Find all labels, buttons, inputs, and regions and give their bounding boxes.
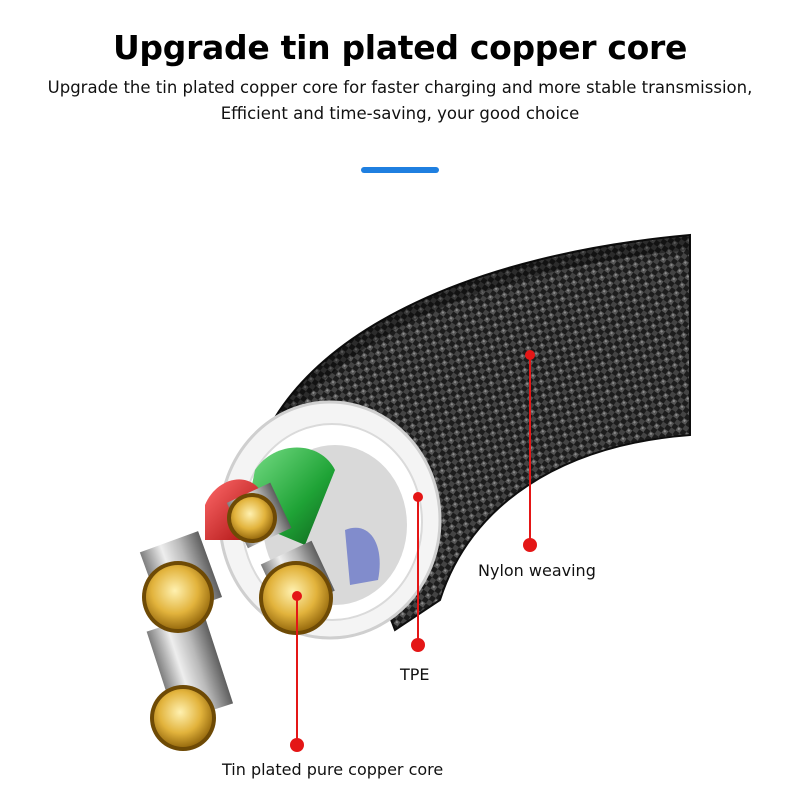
copper-core-small (227, 493, 277, 543)
subtitle-line-1: Upgrade the tin plated copper core for f… (47, 78, 753, 97)
tpe-callout-marker (411, 492, 425, 652)
copper-core-bottom (150, 685, 216, 751)
copper-core-label: Tin plated pure copper core (222, 760, 444, 779)
tpe-label: TPE (400, 665, 430, 684)
nylon-callout-marker (523, 350, 537, 552)
nylon-weaving-label: Nylon weaving (478, 561, 596, 580)
accent-divider (361, 167, 439, 173)
page-title: Upgrade tin plated copper core (112, 28, 688, 67)
subtitle-line-2: Efficient and time-saving, your good cho… (220, 104, 580, 123)
copper-core-top-left (142, 561, 214, 633)
copper-callout-marker (290, 591, 304, 752)
